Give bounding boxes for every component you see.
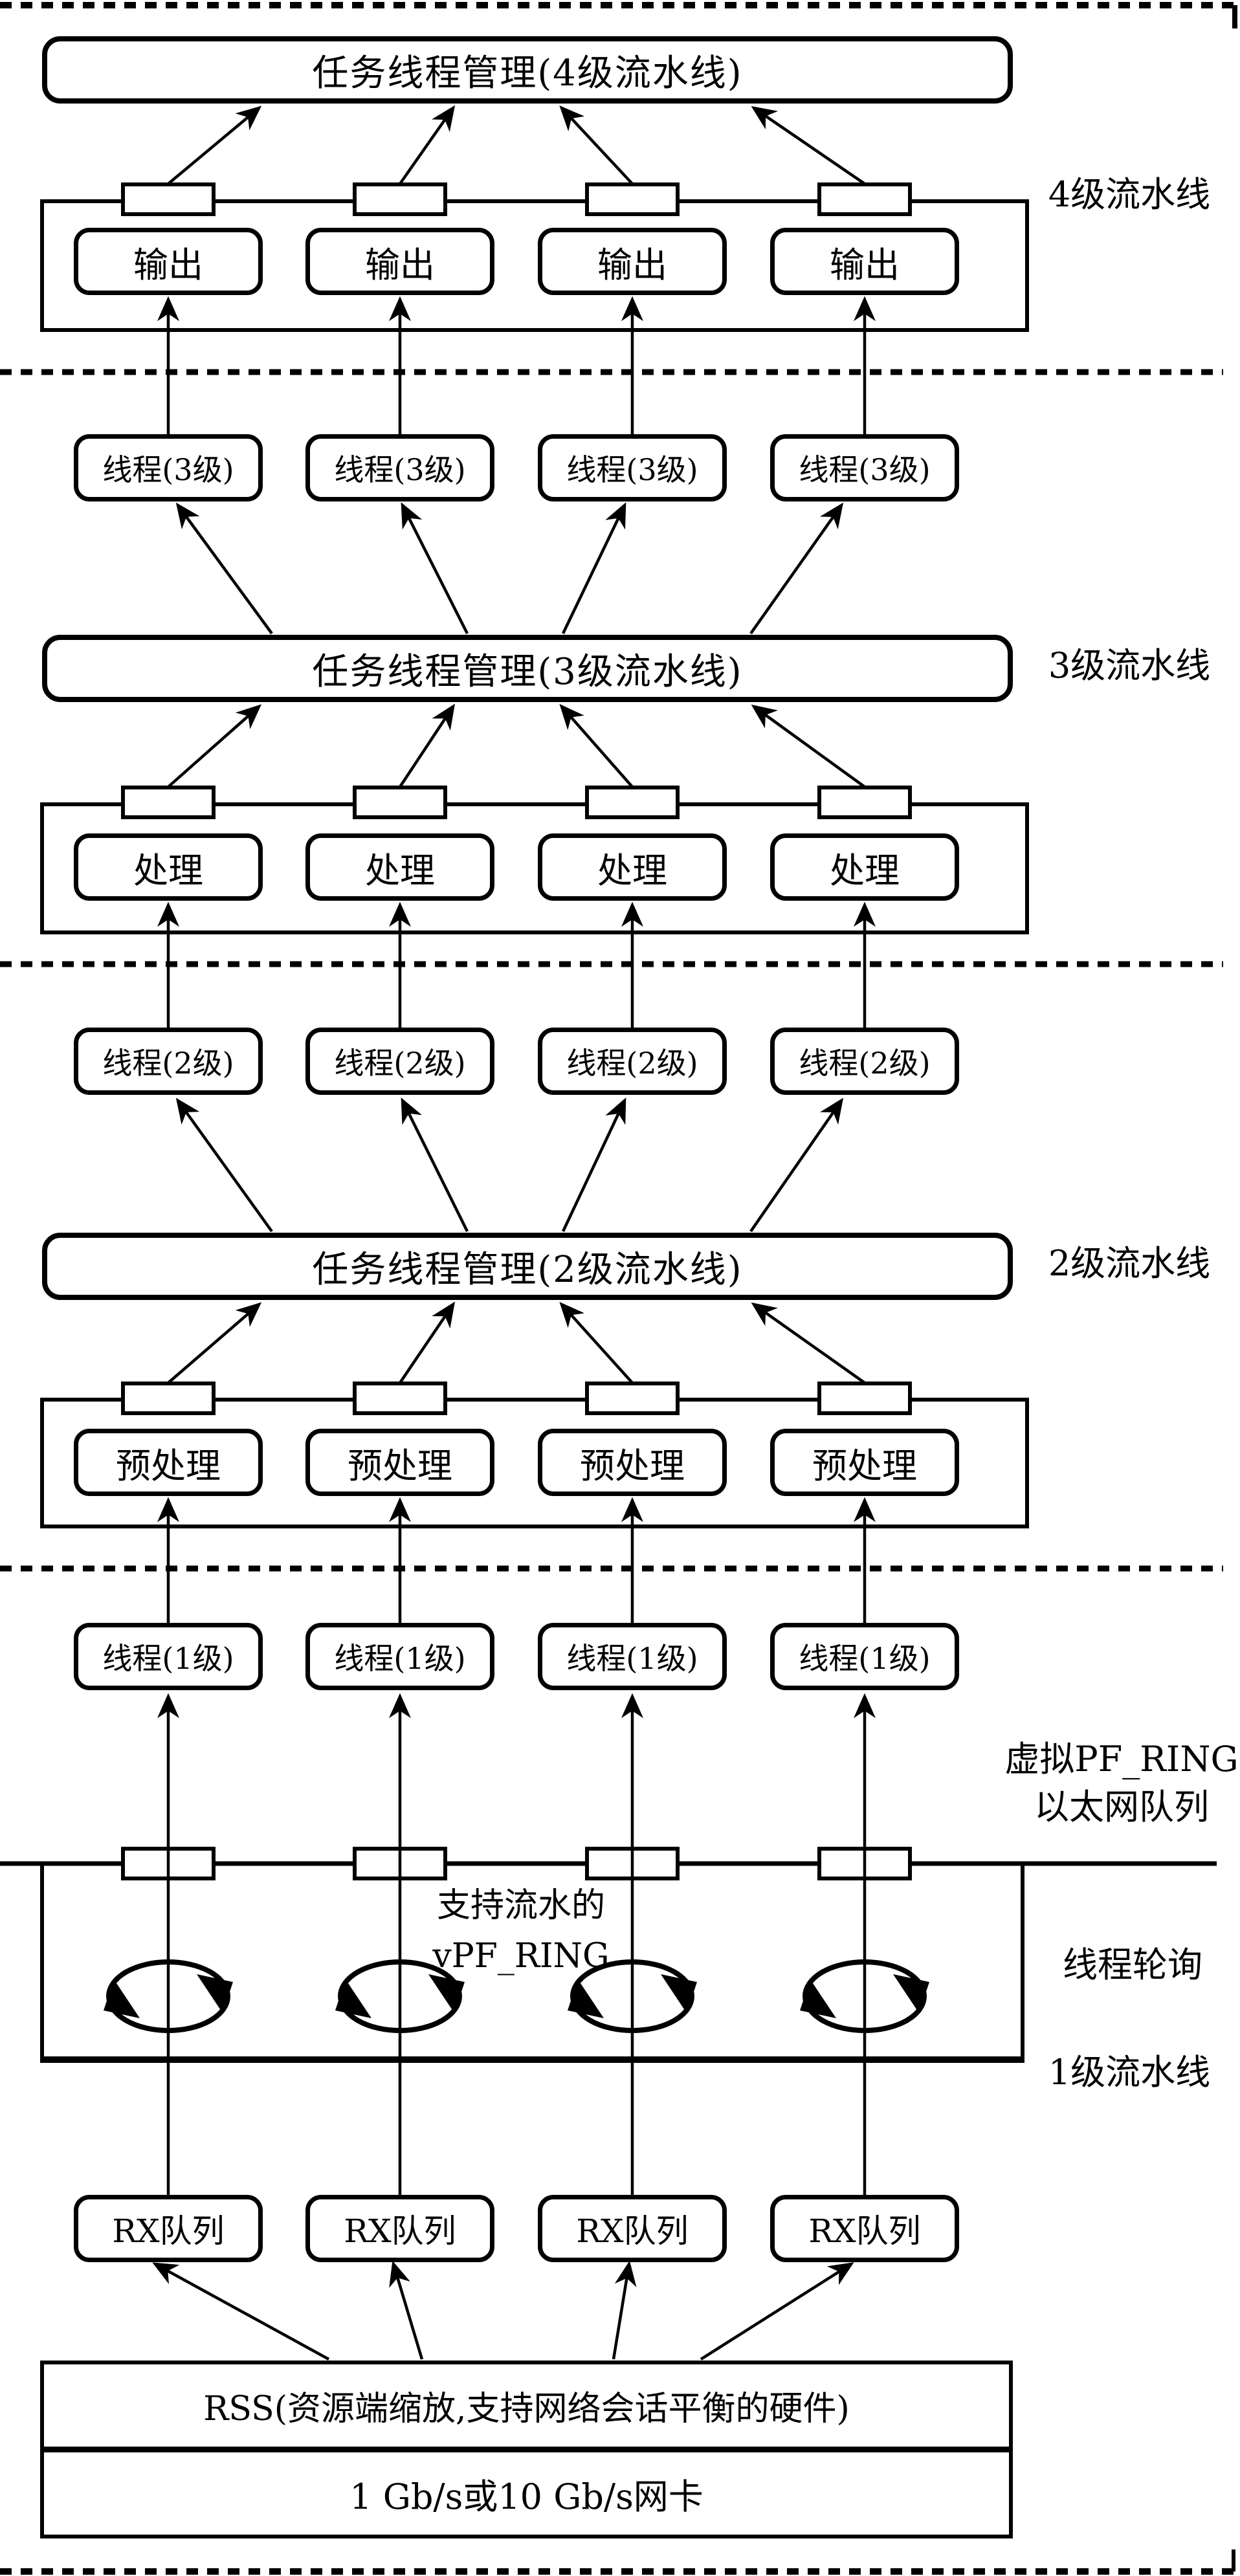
dashed-border-top (0, 2, 1240, 28)
rss-to-rx-arrows (152, 2260, 854, 2361)
queue-port (817, 1382, 912, 1415)
thread1-box: 线程(1级) (770, 1623, 959, 1690)
virtual-pfring-label: 虚拟PF_RING 以太网队列 (997, 1735, 1240, 1831)
mgmt3-to-thread3-arrows (175, 502, 844, 635)
stage4-container-box (40, 199, 1029, 332)
process-unit-box: 处理 (305, 833, 494, 901)
thread2-box: 线程(2级) (74, 1028, 263, 1095)
rx-queue-box: RX队列 (74, 2195, 263, 2262)
mgmt-level2-box: 任务线程管理(2级流水线) (42, 1233, 1013, 1300)
queue-port (817, 182, 912, 216)
side-label-thread-polling: 线程轮询 (1063, 1944, 1202, 1985)
process-unit-box: 处理 (770, 833, 959, 901)
port-to-mgmt3-arrows (167, 703, 866, 788)
thread3-box: 线程(3级) (770, 434, 959, 501)
thread3-box: 线程(3级) (538, 434, 727, 501)
queue-port (585, 786, 680, 819)
output-unit-box: 输出 (770, 228, 959, 295)
thread1-box: 线程(1级) (74, 1623, 263, 1690)
thread3-box: 线程(3级) (305, 434, 494, 501)
vpf-ring-label-line2: vPF_RING (432, 1937, 610, 1976)
polling-loop-icon (800, 1959, 929, 2033)
queue-port (121, 1382, 216, 1415)
stage2-container-box (40, 1398, 1029, 1528)
rx-queue-box: RX队列 (305, 2195, 494, 2262)
rss-box: RSS(资源端缩放,支持网络会话平衡的硬件) (44, 2364, 1009, 2452)
side-label-pipeline1: 1级流水线 (1048, 2052, 1211, 2093)
thread3-to-output-arrows (157, 296, 876, 435)
thread2-box: 线程(2级) (305, 1028, 494, 1095)
vpf-ring-label: 支持流水的 vPF_RING (359, 1880, 683, 1981)
thread3-box: 线程(3级) (74, 434, 263, 501)
port-to-mgmt4-arrows (167, 105, 866, 185)
virtual-pfring-label-line2: 以太网队列 (1034, 1787, 1209, 1827)
side-label-pipeline3: 3级流水线 (1048, 645, 1211, 686)
rx-queue-box: RX队列 (538, 2195, 727, 2262)
output-unit-box: 输出 (305, 228, 494, 295)
stage3-container-box (40, 802, 1029, 934)
preprocess-unit-box: 预处理 (770, 1429, 959, 1496)
thread2-box: 线程(2级) (770, 1028, 959, 1095)
thread1-to-preprocess-arrows (157, 1497, 876, 1624)
preprocess-unit-box: 预处理 (74, 1429, 263, 1496)
process-unit-box: 处理 (538, 833, 727, 901)
preprocess-unit-box: 预处理 (305, 1429, 494, 1496)
queue-port (817, 1847, 912, 1880)
queue-port (585, 1847, 680, 1880)
thread1-box: 线程(1级) (305, 1623, 494, 1690)
port-to-mgmt2-arrows (167, 1301, 866, 1384)
dashed-border-bottom (0, 2549, 1240, 2575)
virtual-pfring-label-line1: 虚拟PF_RING (1004, 1739, 1239, 1779)
process-unit-box: 处理 (74, 833, 263, 901)
thread2-to-process-arrows (157, 901, 876, 1028)
vpf-ring-label-line1: 支持流水的 (436, 1886, 605, 1925)
queue-port (585, 182, 680, 216)
hardware-stack-box: RSS(资源端缩放,支持网络会话平衡的硬件) 1 Gb/s或10 Gb/s网卡 (40, 2361, 1013, 2538)
preprocess-unit-box: 预处理 (538, 1429, 727, 1496)
queue-port (121, 786, 216, 819)
queue-port (121, 182, 216, 216)
output-unit-box: 输出 (74, 228, 263, 295)
output-unit-box: 输出 (538, 228, 727, 295)
queue-port (353, 1847, 447, 1880)
queue-port (817, 786, 912, 819)
dashed-separator-lines (0, 369, 1223, 1572)
queue-port (585, 1382, 680, 1415)
rx-queue-box: RX队列 (770, 2195, 959, 2262)
mgmt2-to-thread2-arrows (175, 1097, 844, 1233)
side-label-pipeline2: 2级流水线 (1048, 1243, 1211, 1284)
nic-box: 1 Gb/s或10 Gb/s网卡 (349, 2476, 703, 2517)
thread2-box: 线程(2级) (538, 1028, 727, 1095)
queue-port (353, 786, 447, 819)
mgmt-level3-box: 任务线程管理(3级流水线) (42, 635, 1013, 702)
queue-port (353, 182, 447, 216)
stage1-container-box (40, 1862, 1024, 2063)
queue-port (121, 1847, 216, 1880)
mgmt-level4-box: 任务线程管理(4级流水线) (42, 36, 1013, 104)
thread1-box: 线程(1级) (538, 1623, 727, 1690)
side-label-pipeline4: 4级流水线 (1048, 174, 1211, 215)
queue-port (353, 1382, 447, 1415)
